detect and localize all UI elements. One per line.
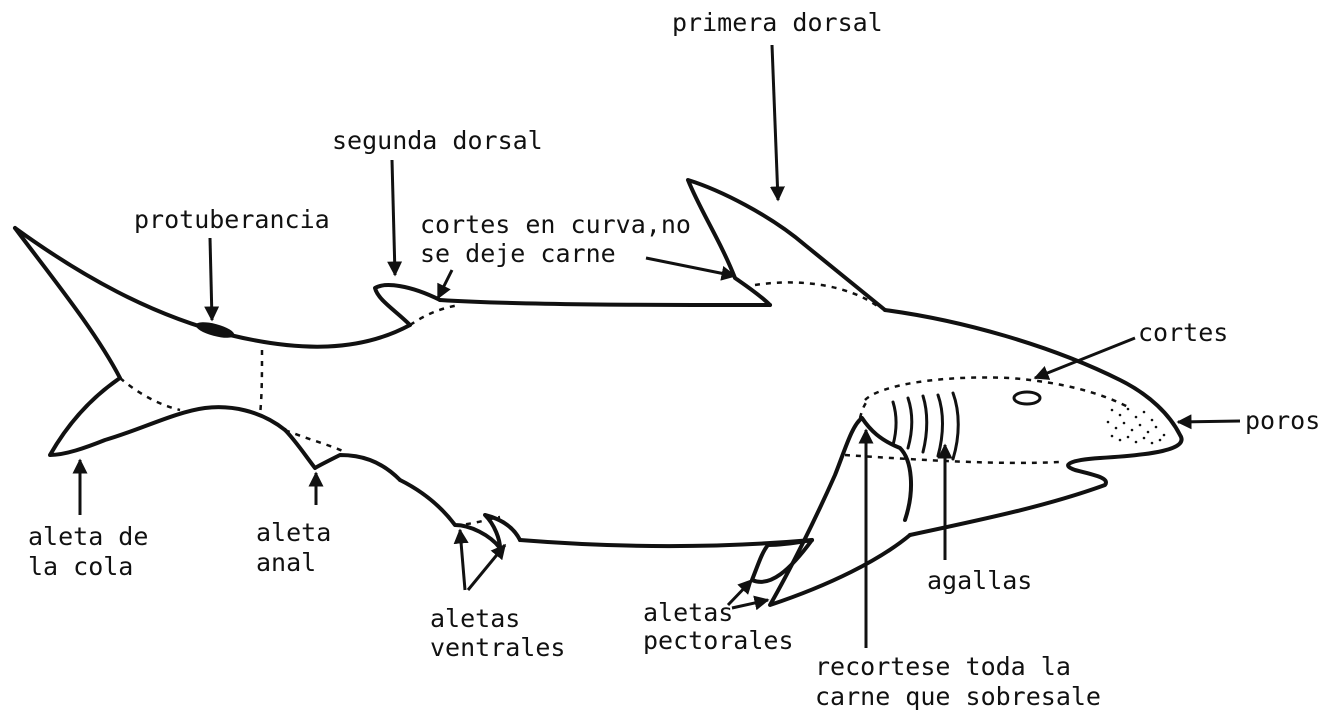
- label-primera-dorsal: primera dorsal: [672, 8, 883, 37]
- label-pectorales-1: aletas: [643, 598, 733, 627]
- back-middle-outline: [440, 300, 770, 305]
- arrow-segunda-dorsal: [392, 160, 395, 275]
- label-pectorales-2: pectorales: [643, 626, 794, 655]
- pectoral-fin: [770, 418, 911, 605]
- arrow-cortes-curva-2: [646, 258, 735, 276]
- second-dorsal-fin: [375, 285, 440, 325]
- label-segunda-dorsal: segunda dorsal: [332, 126, 543, 155]
- label-poros: poros: [1245, 406, 1320, 435]
- label-aleta-anal-1: aleta: [256, 518, 331, 547]
- arrow-cortes-curva-1: [438, 270, 452, 298]
- lower-tail-outline: [15, 228, 285, 455]
- protuberance-mark: [194, 319, 236, 341]
- label-protuberancia: protuberancia: [134, 205, 330, 234]
- lower-jaw-outline: [910, 458, 1106, 535]
- first-dorsal-fin: [688, 180, 885, 310]
- arrow-ventral-2: [468, 545, 505, 590]
- label-cortes-curva-1: cortes en curva,no: [420, 210, 691, 239]
- label-aleta-cola-1: aleta de: [28, 522, 148, 551]
- anal-fin: [285, 430, 400, 480]
- label-aleta-anal-2: anal: [256, 548, 316, 577]
- label-recortese-1: recortese toda la: [815, 652, 1071, 681]
- label-agallas: agallas: [927, 566, 1032, 595]
- arrow-ventral-1: [460, 530, 465, 590]
- tail-cut-line: [120, 378, 180, 410]
- label-ventrales-2: ventrales: [430, 633, 565, 662]
- arrow-cortes: [1035, 338, 1135, 378]
- arrow-protuberancia: [210, 238, 212, 320]
- eye-icon: [1014, 392, 1040, 404]
- arrow-primera-dorsal: [772, 45, 778, 200]
- head-cut-dotted: [865, 377, 1130, 408]
- label-cortes: cortes: [1138, 318, 1228, 347]
- gill-cut: [860, 400, 868, 418]
- label-ventrales-1: aletas: [430, 604, 520, 633]
- arrow-poros: [1178, 421, 1240, 422]
- arrow-pectoral-2: [732, 600, 768, 608]
- belly-outline: [520, 540, 812, 546]
- first-dorsal-cut: [755, 282, 880, 308]
- tail-vertical-cut: [260, 350, 262, 415]
- pores-stipple: [1107, 408, 1166, 445]
- label-cortes-curva-2: se deje carne: [420, 239, 616, 268]
- second-dorsal-cut: [410, 305, 460, 325]
- label-recortese-2: carne que sobresale: [815, 682, 1101, 711]
- label-aleta-cola-2: la cola: [28, 552, 133, 581]
